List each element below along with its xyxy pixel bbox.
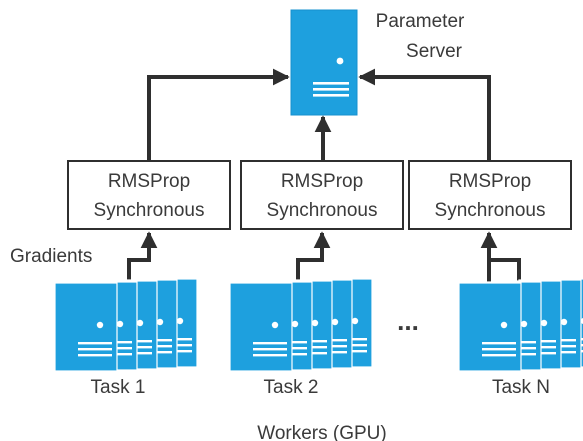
worker-card-vent — [78, 354, 112, 357]
worker-card-led — [291, 320, 299, 328]
gpu-worker-stack-icon — [54, 278, 198, 372]
worker-card-body — [458, 282, 522, 372]
worker-card-led — [156, 318, 164, 326]
optimizer-3-line1: RMSProp — [449, 171, 531, 192]
worker-card-led — [311, 319, 319, 327]
worker-card-led — [500, 321, 508, 329]
worker-card-body — [229, 282, 293, 372]
worker-card — [229, 282, 293, 372]
optimizer-2-line2: Synchronous — [267, 200, 378, 221]
optimizer-1-line1: RMSProp — [108, 171, 190, 192]
worker-card-vent — [482, 342, 516, 345]
worker-card — [458, 282, 522, 372]
worker-card-vent — [253, 354, 287, 357]
ellipsis: ... — [397, 306, 419, 336]
worker-card-vent — [78, 342, 112, 345]
arrow-worker3-to-opt3 — [487, 258, 521, 286]
server-label-line1: Parameter — [376, 11, 465, 32]
worker-card-led — [520, 320, 528, 328]
worker-card-led — [136, 319, 144, 327]
optimizer-box-1: RMSProp Synchronous — [67, 160, 231, 230]
worker-card-body — [54, 282, 118, 372]
worker-1: Task 1 — [54, 278, 198, 398]
worker-card-led — [351, 317, 359, 325]
task-n-label: Task N — [492, 377, 550, 398]
optimizer-1-line2: Synchronous — [94, 200, 205, 221]
gpu-worker-stack-icon — [458, 278, 583, 372]
worker-card-led — [560, 318, 568, 326]
optimizer-box-3: RMSProp Synchronous — [408, 160, 572, 230]
optimizer-box-2: RMSProp Synchronous — [240, 160, 404, 230]
arrow-worker2-to-opt2 — [296, 231, 331, 286]
worker-card-vent — [253, 342, 287, 345]
worker-card — [54, 282, 118, 372]
server-icon — [290, 9, 358, 116]
worker-card-led — [116, 320, 124, 328]
worker-card-vent — [253, 348, 287, 351]
arrow-opt1-to-server — [147, 68, 290, 161]
worker-card-vent — [78, 348, 112, 351]
server-label-line2: Server — [406, 41, 463, 62]
worker-card-led — [271, 321, 279, 329]
worker-card-vent — [482, 354, 516, 357]
optimizer-3-line2: Synchronous — [435, 200, 546, 221]
gpu-worker-stack-icon — [229, 278, 373, 372]
optimizer-2-line1: RMSProp — [281, 171, 363, 192]
worker-2: Task 2 — [229, 278, 373, 398]
arrow-worker1-to-opt1 — [127, 231, 158, 286]
arrow-opt3-to-server — [358, 68, 491, 161]
worker-card-led — [176, 317, 184, 325]
worker-3: Task N — [458, 278, 583, 398]
parameter-server-node: Parameter Server — [290, 9, 465, 116]
gradients-label: Gradients — [10, 246, 92, 267]
connectors — [127, 68, 521, 286]
workers-label: Workers (GPU) — [257, 423, 386, 441]
task-1-label: Task 1 — [91, 377, 146, 398]
worker-card-led — [96, 321, 104, 329]
task-2-label: Task 2 — [264, 377, 319, 398]
worker-card-led — [331, 318, 339, 326]
worker-card-led — [540, 319, 548, 327]
worker-card-vent — [482, 348, 516, 351]
